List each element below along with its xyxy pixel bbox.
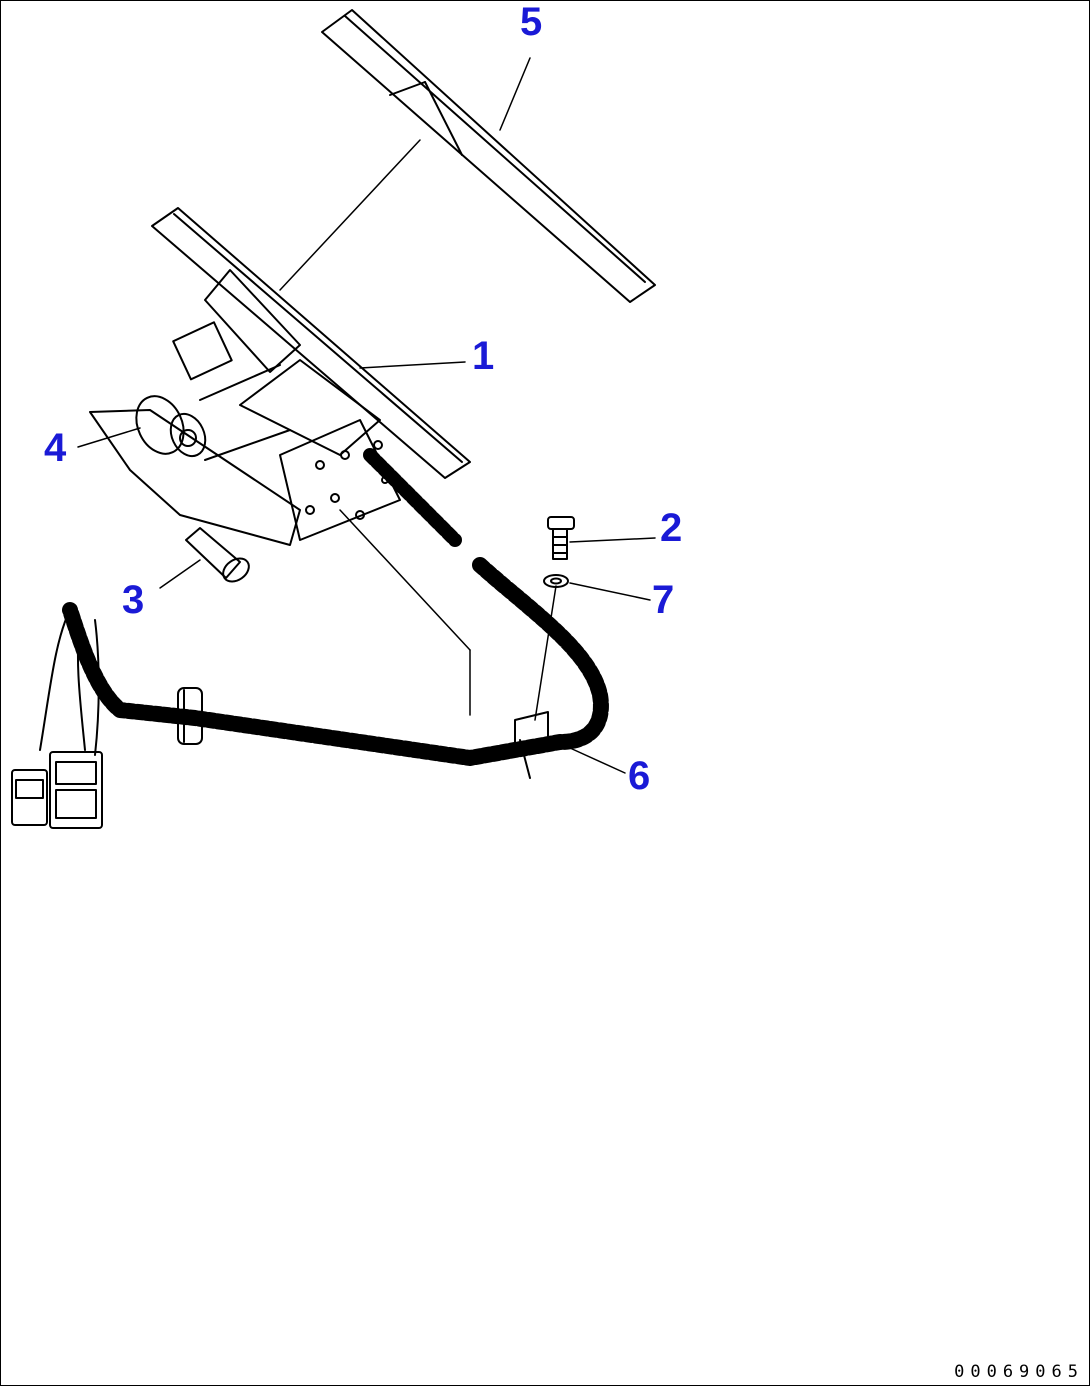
part-2-bolt [547,516,575,560]
leader-lines [77,57,656,774]
part-5-plate [321,9,656,303]
callout-4: 4 [44,426,67,470]
part-7-washer [543,574,569,588]
callout-2: 2 [660,506,683,550]
part-1-pedal [151,207,471,541]
callout-3: 3 [122,578,145,622]
callout-6: 6 [628,754,651,798]
callout-1: 1 [472,334,495,378]
callout-7: 7 [652,578,675,622]
part-4-hinge [89,364,301,546]
drawing-number: 00069065 [954,1362,1084,1382]
part-3-pin [185,527,250,583]
callout-5: 5 [520,0,543,44]
part-6-harness [11,448,609,829]
